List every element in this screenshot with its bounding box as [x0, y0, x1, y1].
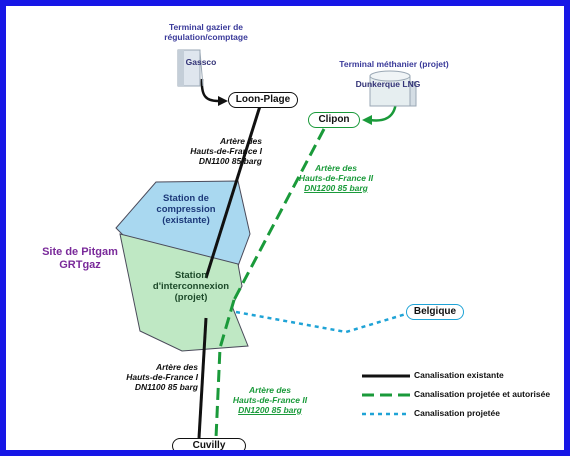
arrow-gassco-loonplage [200, 78, 219, 103]
dunkerque-lng-label: Dunkerque LNG [355, 79, 421, 89]
lng-terminal-icon [368, 68, 418, 110]
diagram-canvas [115, 78, 410, 439]
legend-projected-authorized-label: Canalisation projetée et autorisée [414, 389, 551, 399]
interconnexion-line3: (projet) [174, 291, 208, 303]
node-clipon: Clipon [308, 112, 360, 128]
artere-south-green-line1: Artère des [248, 385, 292, 395]
legend-existing-label: Canalisation existante [414, 370, 504, 380]
terminal-gazier-line1: Terminal gazier de [168, 22, 243, 32]
site-line1: Site de Pitgam [42, 246, 118, 258]
artere-south-black-line3: DN1100 85 barg [134, 381, 198, 392]
node-loon-plage: Loon-Plage [228, 92, 298, 108]
projected-pipeline-belgique [235, 310, 407, 334]
artere-north-green-line2: Hauts-de-France II [298, 172, 374, 183]
artere-south-black-line1: Artère des [155, 362, 198, 372]
artere-south-black-label: Artère des Hauts-de-France I DN1100 85 b… [98, 362, 198, 392]
site-pitgam-label: Site de Pitgam GRTgaz [32, 246, 128, 271]
node-cuvilly: Cuvilly [172, 438, 246, 450]
terminal-methanier-title: Terminal méthanier (projet) [339, 59, 449, 69]
arrow-head-clipon [362, 115, 372, 125]
site-line2: GRTgaz [59, 258, 101, 271]
projected-authorized-pipeline-north [232, 128, 326, 301]
interconnexion-line2: d'interconnexion [152, 280, 230, 292]
interconnexion-line1: Station [174, 270, 208, 281]
terminal-gazier-title: Terminal gazier de régulation/comptage [136, 22, 276, 43]
artere-north-black-label: Artère des Hauts-de-France I DN1100 85 b… [162, 136, 262, 166]
artere-north-green-line3: DN1200 85 barg [304, 182, 368, 193]
compression-line2: compression [156, 203, 216, 215]
gassco-tank-icon [176, 46, 204, 90]
existing-pipeline-south [197, 317, 208, 439]
existing-pipeline-north [204, 105, 262, 279]
artere-north-black-line2: Hauts-de-France I [190, 145, 262, 156]
artere-north-green-label: Artère des Hauts-de-France II DN1200 85 … [286, 163, 386, 193]
interconnexion-station-label: Station d'interconnexion (projet) [136, 270, 246, 304]
compression-line1: Station de [163, 193, 209, 204]
arrow-head-loonplage [218, 96, 228, 106]
gassco-label: Gassco [185, 57, 217, 67]
node-belgique: Belgique [406, 304, 464, 320]
projected-authorized-pipeline-south [214, 299, 236, 439]
legend-projected-label: Canalisation projetée [414, 408, 500, 418]
artere-north-black-line1: Artère des [219, 136, 262, 146]
artere-south-black-line2: Hauts-de-France I [126, 371, 198, 382]
artere-south-green-line3: DN1200 85 barg [238, 404, 302, 415]
artere-south-green-label: Artère des Hauts-de-France II DN1200 85 … [220, 385, 320, 415]
compression-station-label: Station de compression (existante) [136, 193, 236, 227]
terminal-gazier-line2: régulation/comptage [164, 31, 248, 42]
artere-south-green-line2: Hauts-de-France II [232, 394, 308, 405]
artere-north-green-line1: Artère des [314, 163, 358, 173]
interconnexion-station-area [119, 233, 249, 352]
compression-line3: (existante) [162, 214, 210, 226]
artere-north-black-line3: DN1100 85 barg [198, 155, 262, 166]
